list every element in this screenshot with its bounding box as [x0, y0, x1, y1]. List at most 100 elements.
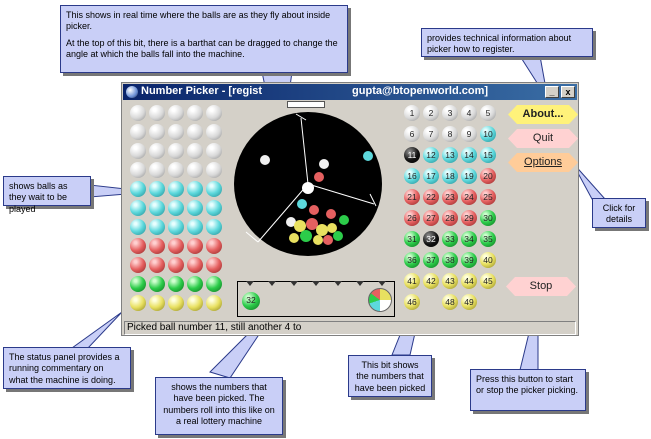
- waiting-ball: [149, 143, 165, 159]
- waiting-ball: [149, 238, 165, 254]
- callout-about: provides technical information about pic…: [421, 28, 593, 57]
- tray-tick: [246, 281, 254, 286]
- picked-ball-38: 38: [442, 252, 458, 268]
- picked-ball-4: 4: [461, 105, 477, 121]
- waiting-ball: [149, 105, 165, 121]
- picked-ball-44: 44: [461, 273, 477, 289]
- quit-button[interactable]: Quit: [508, 129, 578, 148]
- picked-ball-15: 15: [480, 147, 496, 163]
- colour-pie-icon: [368, 288, 392, 312]
- waiting-ball: [187, 200, 203, 216]
- waiting-ball: [149, 200, 165, 216]
- waiting-ball: [206, 162, 222, 178]
- waiting-ball: [168, 162, 184, 178]
- waiting-ball: [168, 276, 184, 292]
- waiting-ball: [130, 200, 146, 216]
- waiting-ball: [187, 238, 203, 254]
- waiting-ball: [168, 143, 184, 159]
- waiting-ball: [130, 162, 146, 178]
- picked-tray: 32: [237, 281, 395, 317]
- waiting-ball: [187, 124, 203, 140]
- waiting-ball: [187, 276, 203, 292]
- waiting-ball: [206, 276, 222, 292]
- angle-drag-bar[interactable]: [287, 101, 325, 108]
- waiting-ball: [130, 143, 146, 159]
- picked-ball-21: 21: [404, 189, 420, 205]
- waiting-ball: [187, 181, 203, 197]
- waiting-ball: [130, 105, 146, 121]
- picked-ball-18: 18: [442, 168, 458, 184]
- tray-ball: 32: [242, 292, 260, 310]
- picked-ball-24: 24: [461, 189, 477, 205]
- waiting-ball: [149, 162, 165, 178]
- picked-ball-37: 37: [423, 252, 439, 268]
- waiting-ball: [206, 200, 222, 216]
- waiting-ball: [187, 162, 203, 178]
- picked-ball-29: 29: [461, 210, 477, 226]
- tray-tick: [378, 281, 386, 286]
- waiting-ball: [187, 295, 203, 311]
- minimize-button[interactable]: _: [545, 86, 559, 98]
- waiting-ball: [168, 105, 184, 121]
- tray-tick: [312, 281, 320, 286]
- picked-ball-2: 2: [423, 105, 439, 121]
- picked-ball-10: 10: [480, 126, 496, 142]
- picked-ball-5: 5: [480, 105, 496, 121]
- picked-ball-45: 45: [480, 273, 496, 289]
- waiting-ball: [206, 181, 222, 197]
- callout-picked: This bit shows the numbers that have bee…: [348, 355, 432, 397]
- picked-ball-23: 23: [442, 189, 458, 205]
- waiting-ball: [168, 219, 184, 235]
- waiting-ball: [187, 257, 203, 273]
- picked-ball-22: 22: [423, 189, 439, 205]
- tray-tick: [268, 281, 276, 286]
- about-button[interactable]: About...: [508, 105, 578, 124]
- waiting-ball: [149, 219, 165, 235]
- waiting-ball: [149, 276, 165, 292]
- picked-ball-16: 16: [404, 168, 420, 184]
- waiting-ball: [130, 257, 146, 273]
- picked-ball-36: 36: [404, 252, 420, 268]
- waiting-ball: [206, 257, 222, 273]
- picked-ball-31: 31: [404, 231, 420, 247]
- waiting-ball: [130, 124, 146, 140]
- callout-stop: Press this button to start or stop the p…: [470, 369, 586, 411]
- waiting-ball: [130, 295, 146, 311]
- stop-button[interactable]: Stop: [506, 277, 576, 296]
- waiting-ball: [149, 295, 165, 311]
- tray-tick: [356, 281, 364, 286]
- waiting-ball: [149, 181, 165, 197]
- picked-ball-25: 25: [480, 189, 496, 205]
- picked-ball-28: 28: [442, 210, 458, 226]
- picked-ball-30: 30: [480, 210, 496, 226]
- options-button[interactable]: Options: [508, 153, 578, 172]
- picked-ball-34: 34: [461, 231, 477, 247]
- picked-ball-14: 14: [461, 147, 477, 163]
- app-icon: [126, 86, 138, 98]
- tray-tick: [334, 281, 342, 286]
- close-button[interactable]: x: [561, 86, 575, 98]
- waiting-ball: [130, 238, 146, 254]
- picked-ball-20: 20: [480, 168, 496, 184]
- picked-ball-27: 27: [423, 210, 439, 226]
- picked-ball-9: 9: [461, 126, 477, 142]
- picked-ball-46: 46: [404, 294, 420, 310]
- waiting-ball: [168, 295, 184, 311]
- picked-ball-35: 35: [480, 231, 496, 247]
- waiting-ball: [130, 219, 146, 235]
- waiting-ball: [168, 257, 184, 273]
- picked-ball-11: 11: [404, 147, 420, 163]
- picked-ball-7: 7: [423, 126, 439, 142]
- waiting-ball: [130, 276, 146, 292]
- picked-ball-49: 49: [461, 294, 477, 310]
- picked-ball-19: 19: [461, 168, 477, 184]
- waiting-ball: [187, 219, 203, 235]
- picked-ball-42: 42: [423, 273, 439, 289]
- waiting-ball: [149, 257, 165, 273]
- callout-options: Click for details: [592, 198, 646, 228]
- picked-ball-32: 32: [423, 231, 439, 247]
- picked-ball-17: 17: [423, 168, 439, 184]
